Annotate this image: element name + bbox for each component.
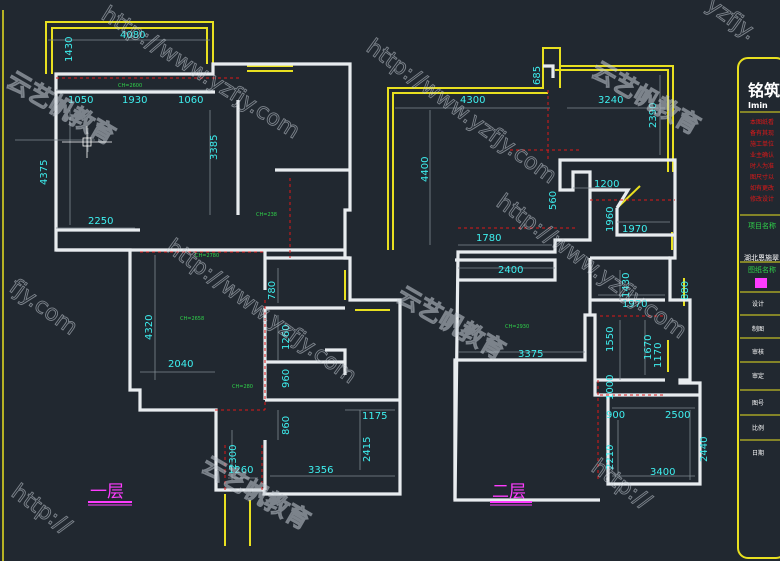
balcony-outline-inner [392, 92, 548, 250]
title-block-frame [737, 57, 780, 559]
ceiling-height: CH=238 [256, 212, 277, 218]
axis-lines [56, 77, 291, 490]
ceiling-height: CH=2930 [505, 324, 529, 330]
dim-text: 2400 [498, 265, 523, 276]
interior-wall [543, 64, 555, 78]
note-line: 本图纸看 [750, 118, 774, 126]
note-line: 如有更改 [750, 184, 774, 192]
dim-text: 1000 [605, 375, 616, 400]
dim-text: 4080 [120, 30, 145, 41]
field-label: 审核 [752, 348, 764, 356]
dim-text: 3375 [518, 349, 543, 360]
dim-text: 3400 [650, 467, 675, 478]
dim-text: 1170 [653, 343, 664, 368]
title-block-title: 铭筑 [748, 81, 780, 100]
field-label: 日期 [752, 449, 764, 457]
interior-wall [325, 348, 347, 375]
dim-text: 4400 [420, 157, 431, 182]
dim-text: 860 [281, 416, 292, 435]
dimension-lines [15, 39, 395, 480]
dim-text: 960 [281, 369, 292, 388]
dim-text: 1970 [622, 224, 647, 235]
floor-1-label: 一层 [90, 482, 124, 502]
dim-text: 2500 [665, 410, 690, 421]
balcony-outline [45, 21, 214, 74]
field-label: 图号 [752, 400, 764, 407]
ceiling-height: CH=280 [232, 384, 253, 390]
dim-text: 2040 [168, 359, 193, 370]
project-name: 湖北恩施翠 [744, 253, 779, 262]
dim-text: 1260 [281, 325, 292, 350]
dim-text: 1550 [605, 327, 616, 352]
ceiling-height: CH=2600 [118, 83, 142, 89]
dim-text: 1430 [64, 37, 75, 62]
dim-text: 1260 [228, 465, 253, 476]
dimension-lines [395, 75, 695, 480]
drawing-name-marker [755, 278, 767, 288]
dim-text: 780 [267, 281, 278, 300]
dim-text: 2415 [362, 437, 373, 462]
dim-text: 3356 [308, 465, 333, 476]
dim-text: 1930 [122, 95, 147, 106]
dim-text: 2390 [648, 103, 659, 128]
dim-text: 1200 [594, 179, 619, 190]
dim-text: 3385 [209, 135, 220, 160]
field-label: 设计 [752, 300, 764, 308]
ceiling-height: CH=2780 [195, 253, 219, 259]
field-label: 制图 [752, 325, 764, 333]
balcony-outline-inner [51, 27, 208, 74]
title-block[interactable]: 铭筑 Imin 本图纸看 备有其现 施工单位 业主确认 时人为准 图尺寸以 如有… [737, 57, 780, 559]
dim-text: 1970 [622, 299, 647, 310]
dim-text: 4300 [460, 95, 485, 106]
note-line: 修改设计 [750, 195, 774, 203]
note-line: 备有其现 [750, 129, 774, 137]
dim-text: 900 [606, 410, 625, 421]
floor-2-label: 二层 [492, 482, 526, 502]
dim-text: 1050 [68, 95, 93, 106]
crosshair-cursor-icon [62, 126, 112, 158]
dim-text: 1960 [605, 207, 616, 232]
dim-text: 3240 [598, 95, 623, 106]
interior-wall [455, 258, 557, 282]
dim-text: 1670 [643, 335, 654, 360]
interior-wall [615, 208, 675, 237]
floor-1-outer-wall [54, 62, 402, 496]
axis-lines [458, 90, 675, 480]
dim-text: 2250 [88, 216, 113, 227]
floor-2-plan[interactable]: 685 4300 3240 2390 4400 560 1200 1960 19… [387, 47, 710, 506]
dim-text: 1060 [178, 95, 203, 106]
dim-text: 560 [548, 191, 559, 210]
title-block-subtitle: Imin [748, 101, 768, 110]
note-line: 业主确认 [750, 151, 774, 159]
interior-wall [590, 188, 631, 209]
dim-text: 880 [680, 281, 691, 300]
dim-text: 4375 [39, 160, 50, 185]
note-line: 时人为准 [750, 162, 774, 170]
floor-2-outer-wall-bottom [453, 360, 600, 502]
dim-text: 2440 [699, 437, 710, 462]
dim-text: 2210 [605, 445, 616, 470]
dim-text: 4320 [144, 315, 155, 340]
note-line: 图尺寸以 [750, 173, 774, 181]
balcony-outline-right [560, 65, 674, 172]
balcony-outline-right-inner [555, 69, 669, 172]
ceiling-height: CH=2658 [180, 316, 204, 322]
dim-text: 2300 [228, 445, 239, 470]
note-line: 施工单位 [750, 140, 774, 148]
project-name-label: 项目名称 [748, 221, 776, 230]
dim-text: 1430 [621, 273, 632, 298]
floor-1-plan[interactable]: 4080 1430 1050 1930 1060 4375 3385 2250 … [15, 21, 402, 546]
drawing-name-label: 图纸名称 [748, 265, 776, 274]
field-label: 比例 [752, 424, 764, 432]
dim-text: 1780 [476, 233, 501, 244]
field-label: 审定 [752, 372, 764, 380]
balcony-outline [387, 47, 561, 250]
dim-text: 685 [532, 66, 543, 85]
dim-text: 1175 [362, 411, 387, 422]
